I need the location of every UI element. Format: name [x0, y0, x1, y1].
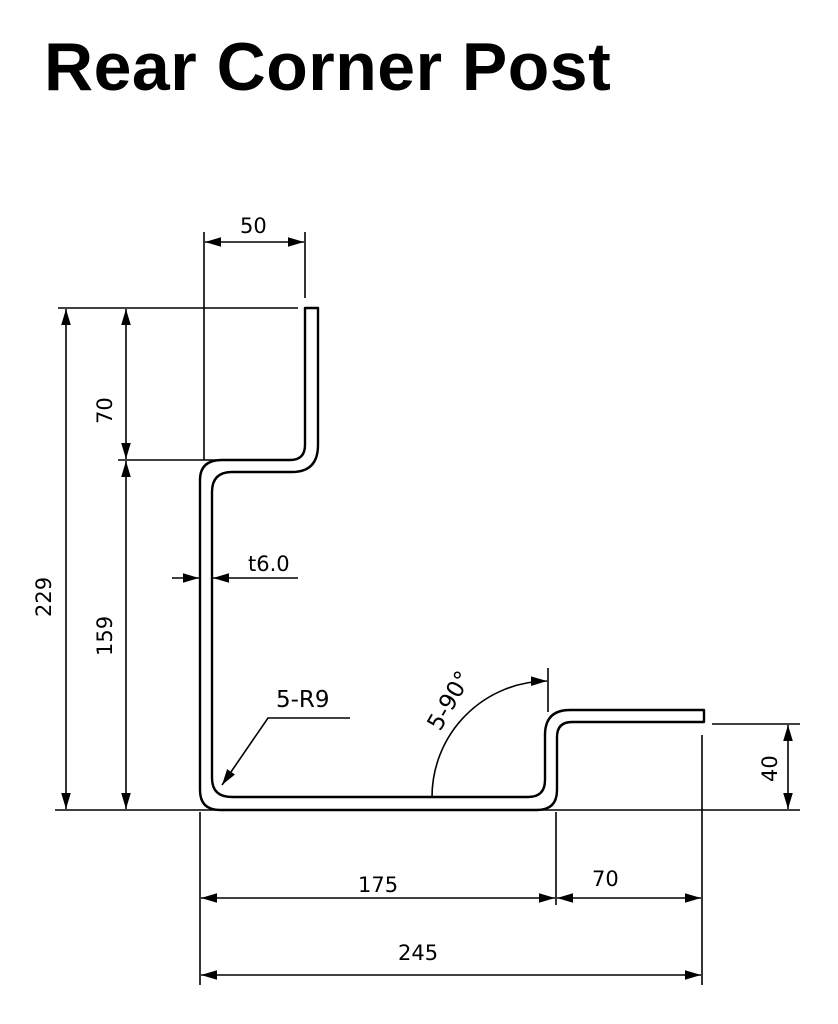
angle-arc	[431, 676, 548, 798]
label-70-vert: 70	[93, 397, 117, 424]
radius-leader	[221, 717, 350, 786]
label-thickness: t6.0	[248, 552, 290, 576]
label-229: 229	[32, 577, 56, 617]
extension-lines	[55, 232, 800, 985]
label-50: 50	[240, 214, 267, 238]
drawing-title: Rear Corner Post	[44, 29, 612, 105]
label-radius: 5-R9	[276, 687, 330, 713]
label-70-horiz: 70	[592, 867, 619, 891]
post-profile	[198, 306, 706, 812]
label-angle: 5-90°	[423, 667, 477, 735]
label-40: 40	[758, 755, 782, 782]
label-175: 175	[358, 873, 398, 897]
label-245: 245	[398, 941, 438, 965]
label-159: 159	[93, 616, 117, 656]
